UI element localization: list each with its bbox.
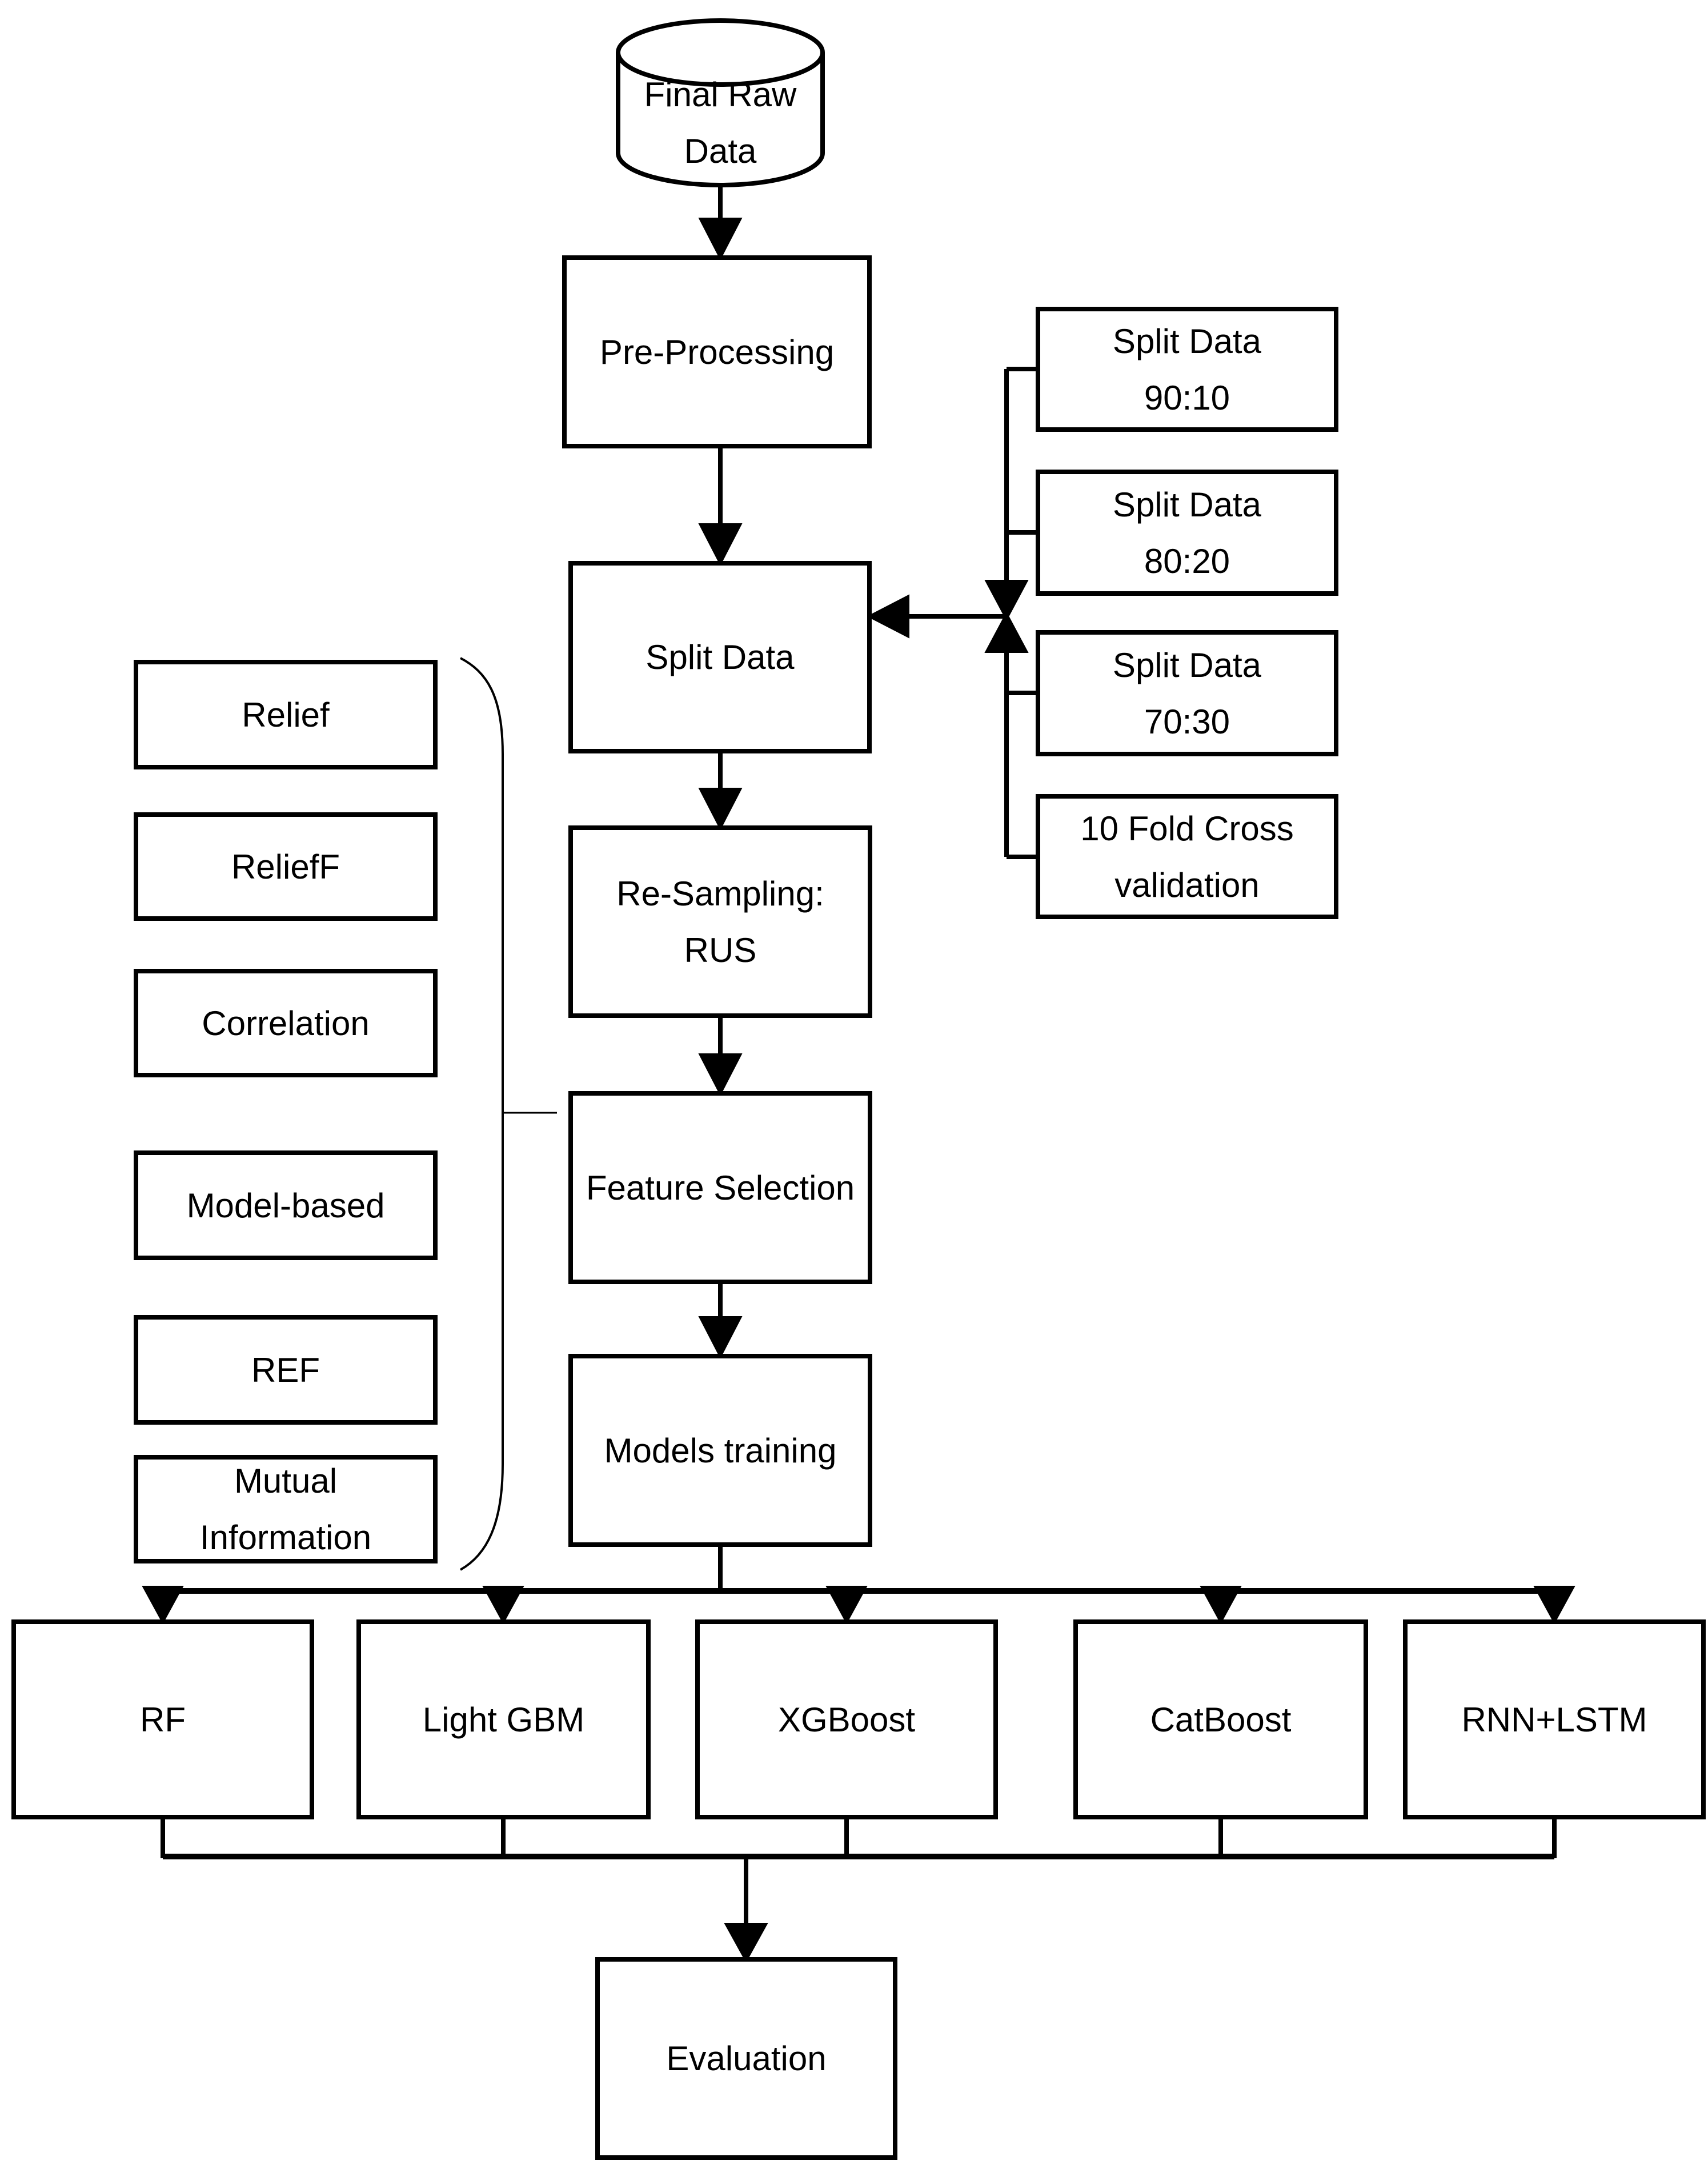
arrowhead-lower-junction bbox=[984, 611, 1029, 653]
feature-methods-brace bbox=[460, 657, 504, 1571]
node-split-data: Split Data bbox=[568, 561, 872, 753]
node-re-sampling-rus: Re-Sampling: RUS bbox=[568, 825, 872, 1018]
node-relief: Relief bbox=[134, 660, 438, 769]
node-pre-processing: Pre-Processing bbox=[562, 255, 872, 448]
arrowhead-to-xgboost bbox=[825, 1586, 868, 1625]
node-relieff: ReliefF bbox=[134, 812, 438, 921]
arrowhead-to-evaluation bbox=[724, 1923, 768, 1963]
arrowhead-resampling-to-featureselection bbox=[698, 1053, 743, 1096]
arrowhead-to-lightgbm bbox=[482, 1586, 524, 1625]
node-ref: REF bbox=[134, 1315, 438, 1425]
arrowhead-source-to-preprocessing bbox=[698, 218, 743, 260]
node-rf: RF bbox=[11, 1619, 314, 1819]
arrowhead-to-rnnlstm bbox=[1533, 1586, 1575, 1625]
node-models-training: Models training bbox=[568, 1354, 872, 1547]
node-model-based: Model-based bbox=[134, 1150, 438, 1260]
node-xgboost: XGBoost bbox=[695, 1619, 998, 1819]
arrowhead-featureselection-to-modelstraining bbox=[698, 1316, 743, 1359]
node-split-data-70-30: Split Data 70:30 bbox=[1036, 630, 1338, 756]
node-split-data-90-10: Split Data 90:10 bbox=[1036, 307, 1338, 432]
arrowhead-to-rf bbox=[142, 1586, 184, 1625]
node-correlation: Correlation bbox=[134, 969, 438, 1077]
arrowhead-to-catboost bbox=[1200, 1586, 1242, 1625]
node-evaluation: Evaluation bbox=[595, 1957, 897, 2160]
arrowhead-splitdata-to-resampling bbox=[698, 788, 743, 831]
node-mutual-information: Mutual Information bbox=[134, 1455, 438, 1563]
node-feature-selection: Feature Selection bbox=[568, 1091, 872, 1284]
node-10-fold-cross-validation: 10 Fold Cross validation bbox=[1036, 794, 1338, 919]
node-rnn-lstm: RNN+LSTM bbox=[1403, 1619, 1706, 1819]
node-catboost: CatBoost bbox=[1073, 1619, 1368, 1819]
raw-data-cylinder-label: Final Raw Data bbox=[644, 75, 797, 170]
arrowhead-upper-junction bbox=[984, 580, 1029, 622]
node-light-gbm: Light GBM bbox=[356, 1619, 651, 1819]
arrowhead-preprocessing-to-splitdata bbox=[698, 523, 743, 566]
arrowhead-options-to-splitdata bbox=[867, 594, 909, 639]
node-split-data-80-20: Split Data 80:20 bbox=[1036, 470, 1338, 596]
